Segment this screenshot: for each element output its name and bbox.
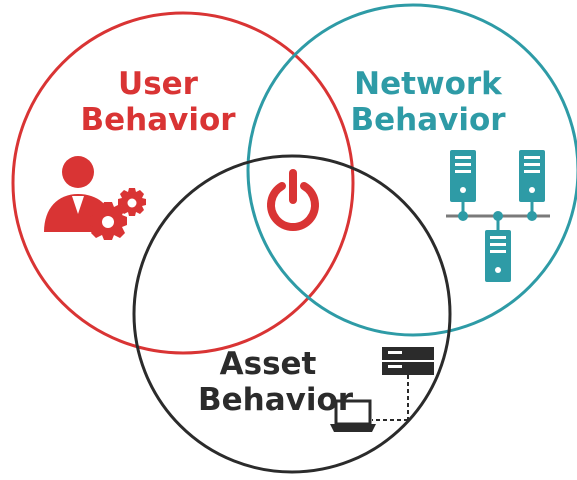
asset-behavior-label: Asset Behavior: [198, 346, 354, 418]
user-label-line1: User: [118, 66, 198, 102]
user-behavior-circle: [11, 11, 355, 355]
user-behavior-label: User Behavior: [78, 66, 238, 138]
user-gears-icon: [44, 156, 146, 240]
asset-label-line1: Asset: [219, 346, 317, 382]
network-behavior-circle: [246, 3, 577, 337]
user-label-line2: Behavior: [80, 102, 236, 138]
network-label-line2: Behavior: [350, 102, 506, 138]
server-network-icon: [446, 150, 550, 282]
network-behavior-label: Network Behavior: [338, 66, 518, 138]
asset-label-line2: Behavior: [198, 382, 354, 418]
laptop-server-icon: [330, 347, 434, 432]
power-icon: [267, 169, 319, 232]
network-label-line1: Network: [354, 66, 502, 102]
asset-behavior-circle: [132, 154, 452, 474]
